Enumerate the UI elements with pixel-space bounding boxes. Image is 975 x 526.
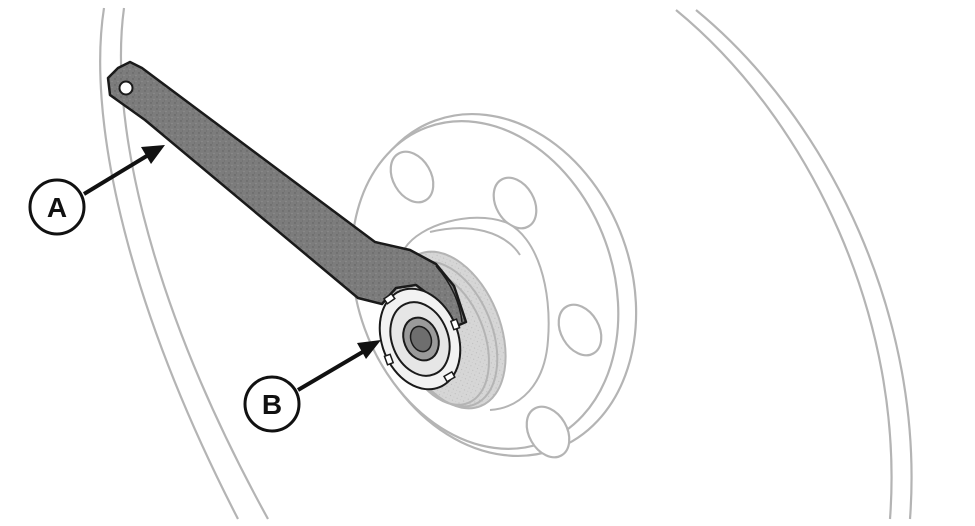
wrench-hang-hole: [118, 80, 134, 96]
wrench-hook-edge: [435, 265, 463, 323]
callout-a-leader: [82, 152, 152, 196]
callout-a-circle: [28, 178, 86, 236]
callout-b: B: [243, 340, 381, 433]
callout-a-label: A: [47, 192, 67, 223]
spindle-center: [409, 325, 433, 353]
callout-a: A: [28, 145, 165, 236]
spindle-nut: [378, 287, 462, 391]
callout-a-arrowhead: [141, 145, 165, 164]
callout-b-label: B: [262, 389, 282, 420]
nut-slot-3: [443, 370, 456, 383]
nut-slots: [382, 292, 461, 383]
nut-slot-4: [383, 353, 395, 366]
bolt-hole-2: [492, 176, 538, 230]
rim-right-inner-edge: [695, 9, 913, 520]
callout-b-arrowhead: [357, 340, 381, 359]
callout-b-circle: [243, 375, 301, 433]
rim-left-outer-edge: [99, 7, 239, 520]
rim-right-outer-edge: [675, 9, 893, 520]
bolt-hole-4: [525, 405, 571, 459]
bolt-hole-3: [557, 303, 603, 357]
nut-slot-1: [382, 292, 396, 305]
rim-left-inner-edge: [119, 7, 269, 520]
hub-boss-shoulder: [429, 227, 521, 256]
bolt-hole-1: [389, 150, 435, 204]
callout-b-leader: [296, 348, 368, 392]
wheel-rim: [99, 7, 913, 520]
nut-slot-2: [449, 318, 461, 331]
